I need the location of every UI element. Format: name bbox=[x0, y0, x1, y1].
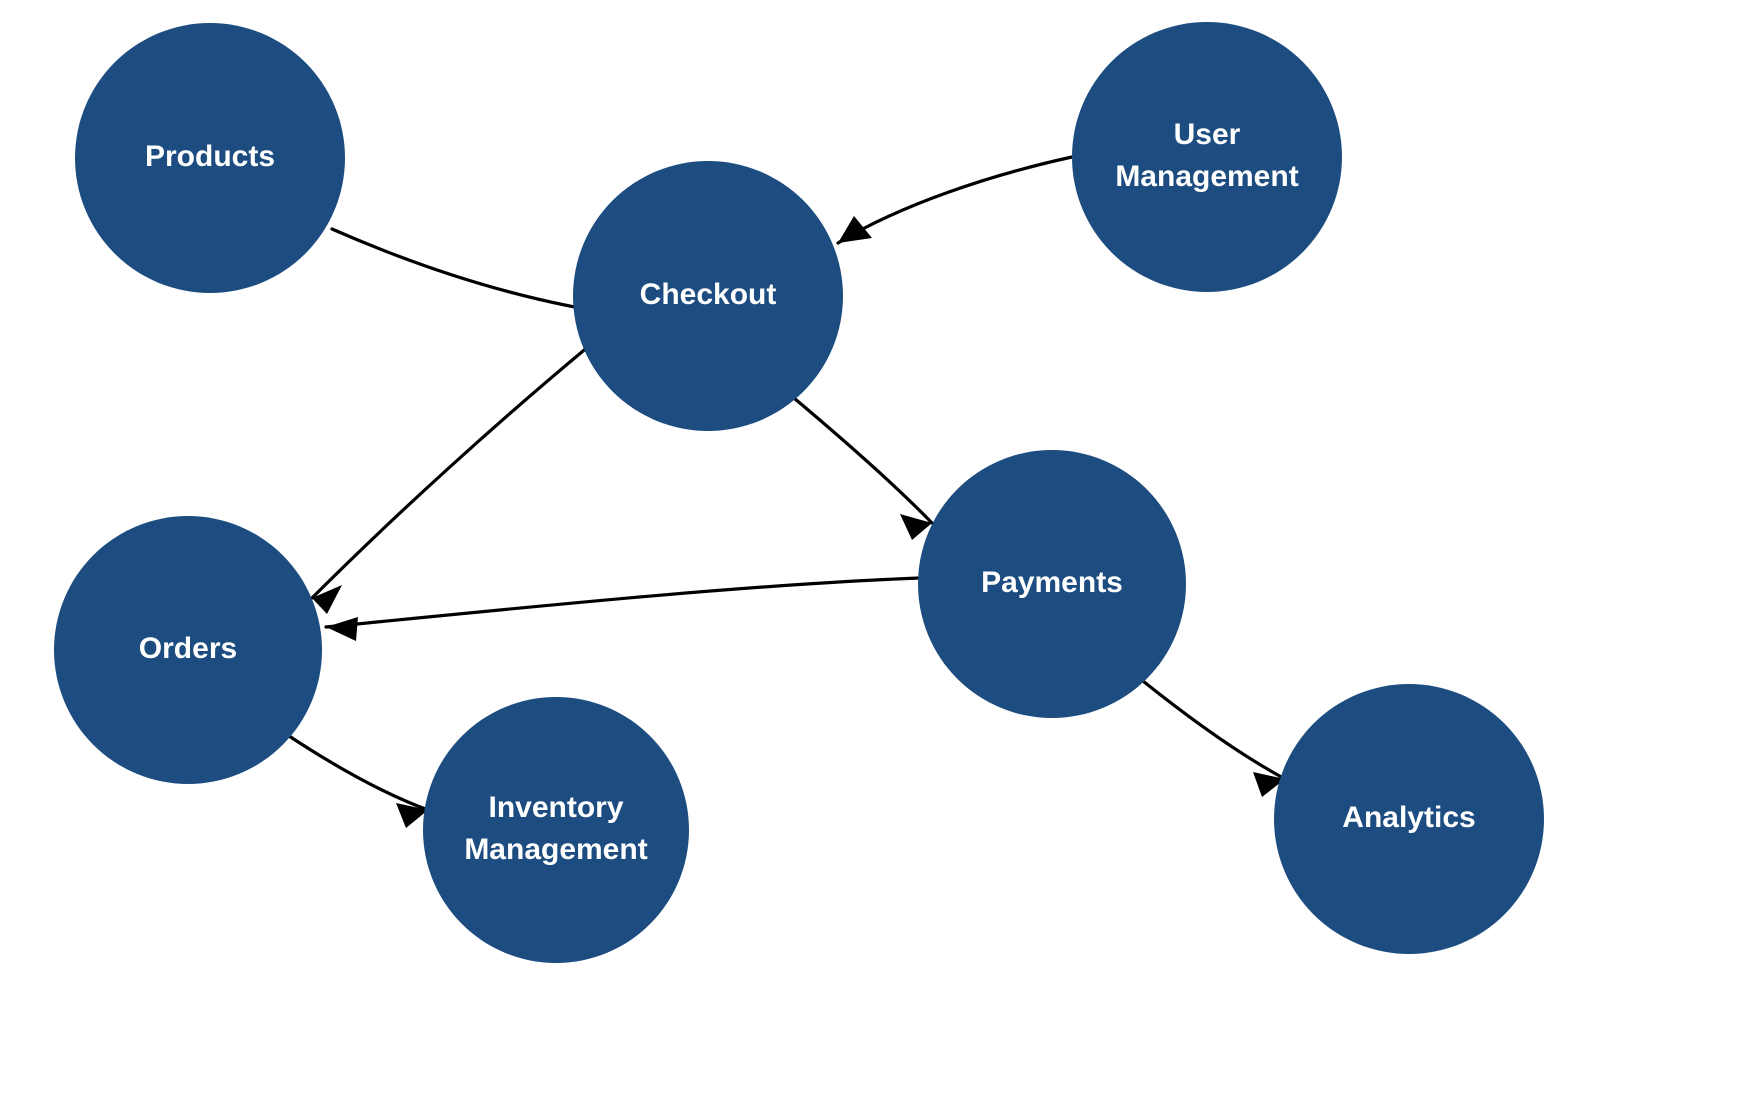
arrowhead-icon bbox=[900, 514, 932, 540]
edge-checkout-orders bbox=[310, 344, 591, 614]
arrowhead-icon bbox=[312, 585, 342, 614]
node-checkout[interactable]: Checkout bbox=[573, 161, 843, 431]
node-shape[interactable] bbox=[1072, 22, 1342, 292]
edge-payments-orders bbox=[324, 576, 921, 641]
node-products[interactable]: Products bbox=[75, 23, 345, 293]
arrowhead-icon bbox=[396, 803, 428, 828]
node-shape[interactable] bbox=[423, 697, 689, 963]
arrowhead-icon bbox=[326, 617, 358, 641]
edge-line bbox=[324, 576, 921, 629]
edge-payments-analytics bbox=[1136, 675, 1287, 797]
edges-layer bbox=[281, 155, 1287, 828]
edge-line bbox=[310, 344, 591, 600]
edge-line bbox=[281, 730, 430, 812]
arrowhead-icon bbox=[838, 216, 872, 243]
edge-orders-inventory bbox=[281, 730, 430, 828]
node-shape[interactable] bbox=[1274, 684, 1544, 954]
node-shape[interactable] bbox=[54, 516, 322, 784]
node-orders[interactable]: Orders bbox=[54, 516, 322, 784]
node-analytics[interactable]: Analytics bbox=[1274, 684, 1544, 954]
node-shape[interactable] bbox=[918, 450, 1186, 718]
edge-line bbox=[786, 391, 934, 525]
edge-checkout-payments bbox=[786, 391, 934, 540]
node-payments[interactable]: Payments bbox=[918, 450, 1186, 718]
arrowhead-icon bbox=[1253, 772, 1285, 797]
edge-line bbox=[1136, 675, 1287, 781]
node-shape[interactable] bbox=[75, 23, 345, 293]
edge-usermgmt-checkout bbox=[836, 155, 1074, 245]
node-shape[interactable] bbox=[573, 161, 843, 431]
edge-line bbox=[836, 155, 1074, 245]
